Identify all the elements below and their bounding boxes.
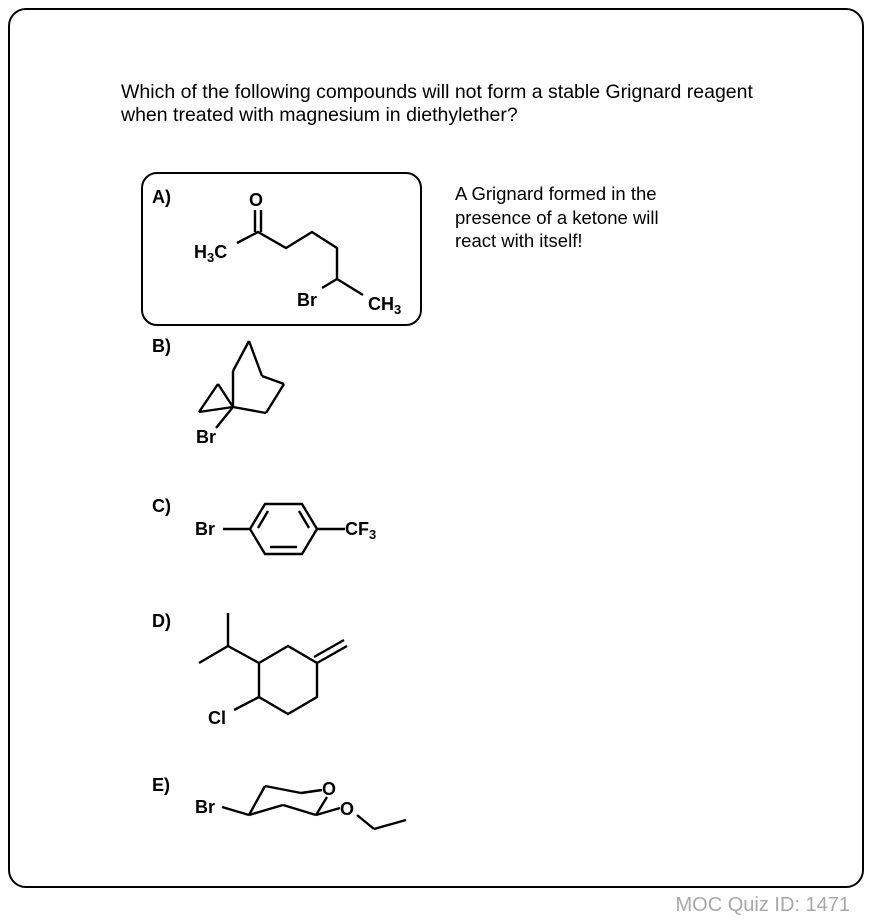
- explanation-text: A Grignard formed in the presence of a k…: [455, 183, 659, 251]
- question-text: Which of the following compounds will no…: [121, 81, 753, 126]
- option-b-label: B): [152, 336, 171, 356]
- atom-o-ether: O: [340, 799, 354, 819]
- atom-br: Br: [195, 519, 215, 539]
- atom-o-ring: O: [322, 779, 336, 799]
- atom-br: Br: [297, 290, 317, 310]
- option-e-label: E): [152, 775, 170, 795]
- option-c-label: C): [152, 496, 171, 516]
- option-a-label: A): [152, 187, 171, 207]
- atom-br: Br: [195, 797, 215, 817]
- atom-cl: Cl: [208, 708, 226, 728]
- atom-cf3: CF3: [345, 519, 376, 542]
- quiz-id-footer: MOC Quiz ID: 1471: [675, 894, 850, 916]
- atom-ch3: CH3: [368, 294, 401, 317]
- atom-o: O: [249, 190, 263, 210]
- atom-h3c: H3C: [194, 242, 227, 265]
- correct-answer-highlight-box: [141, 172, 422, 326]
- option-d-label: D): [152, 611, 171, 631]
- atom-br: Br: [196, 427, 216, 447]
- quiz-card: [8, 8, 864, 888]
